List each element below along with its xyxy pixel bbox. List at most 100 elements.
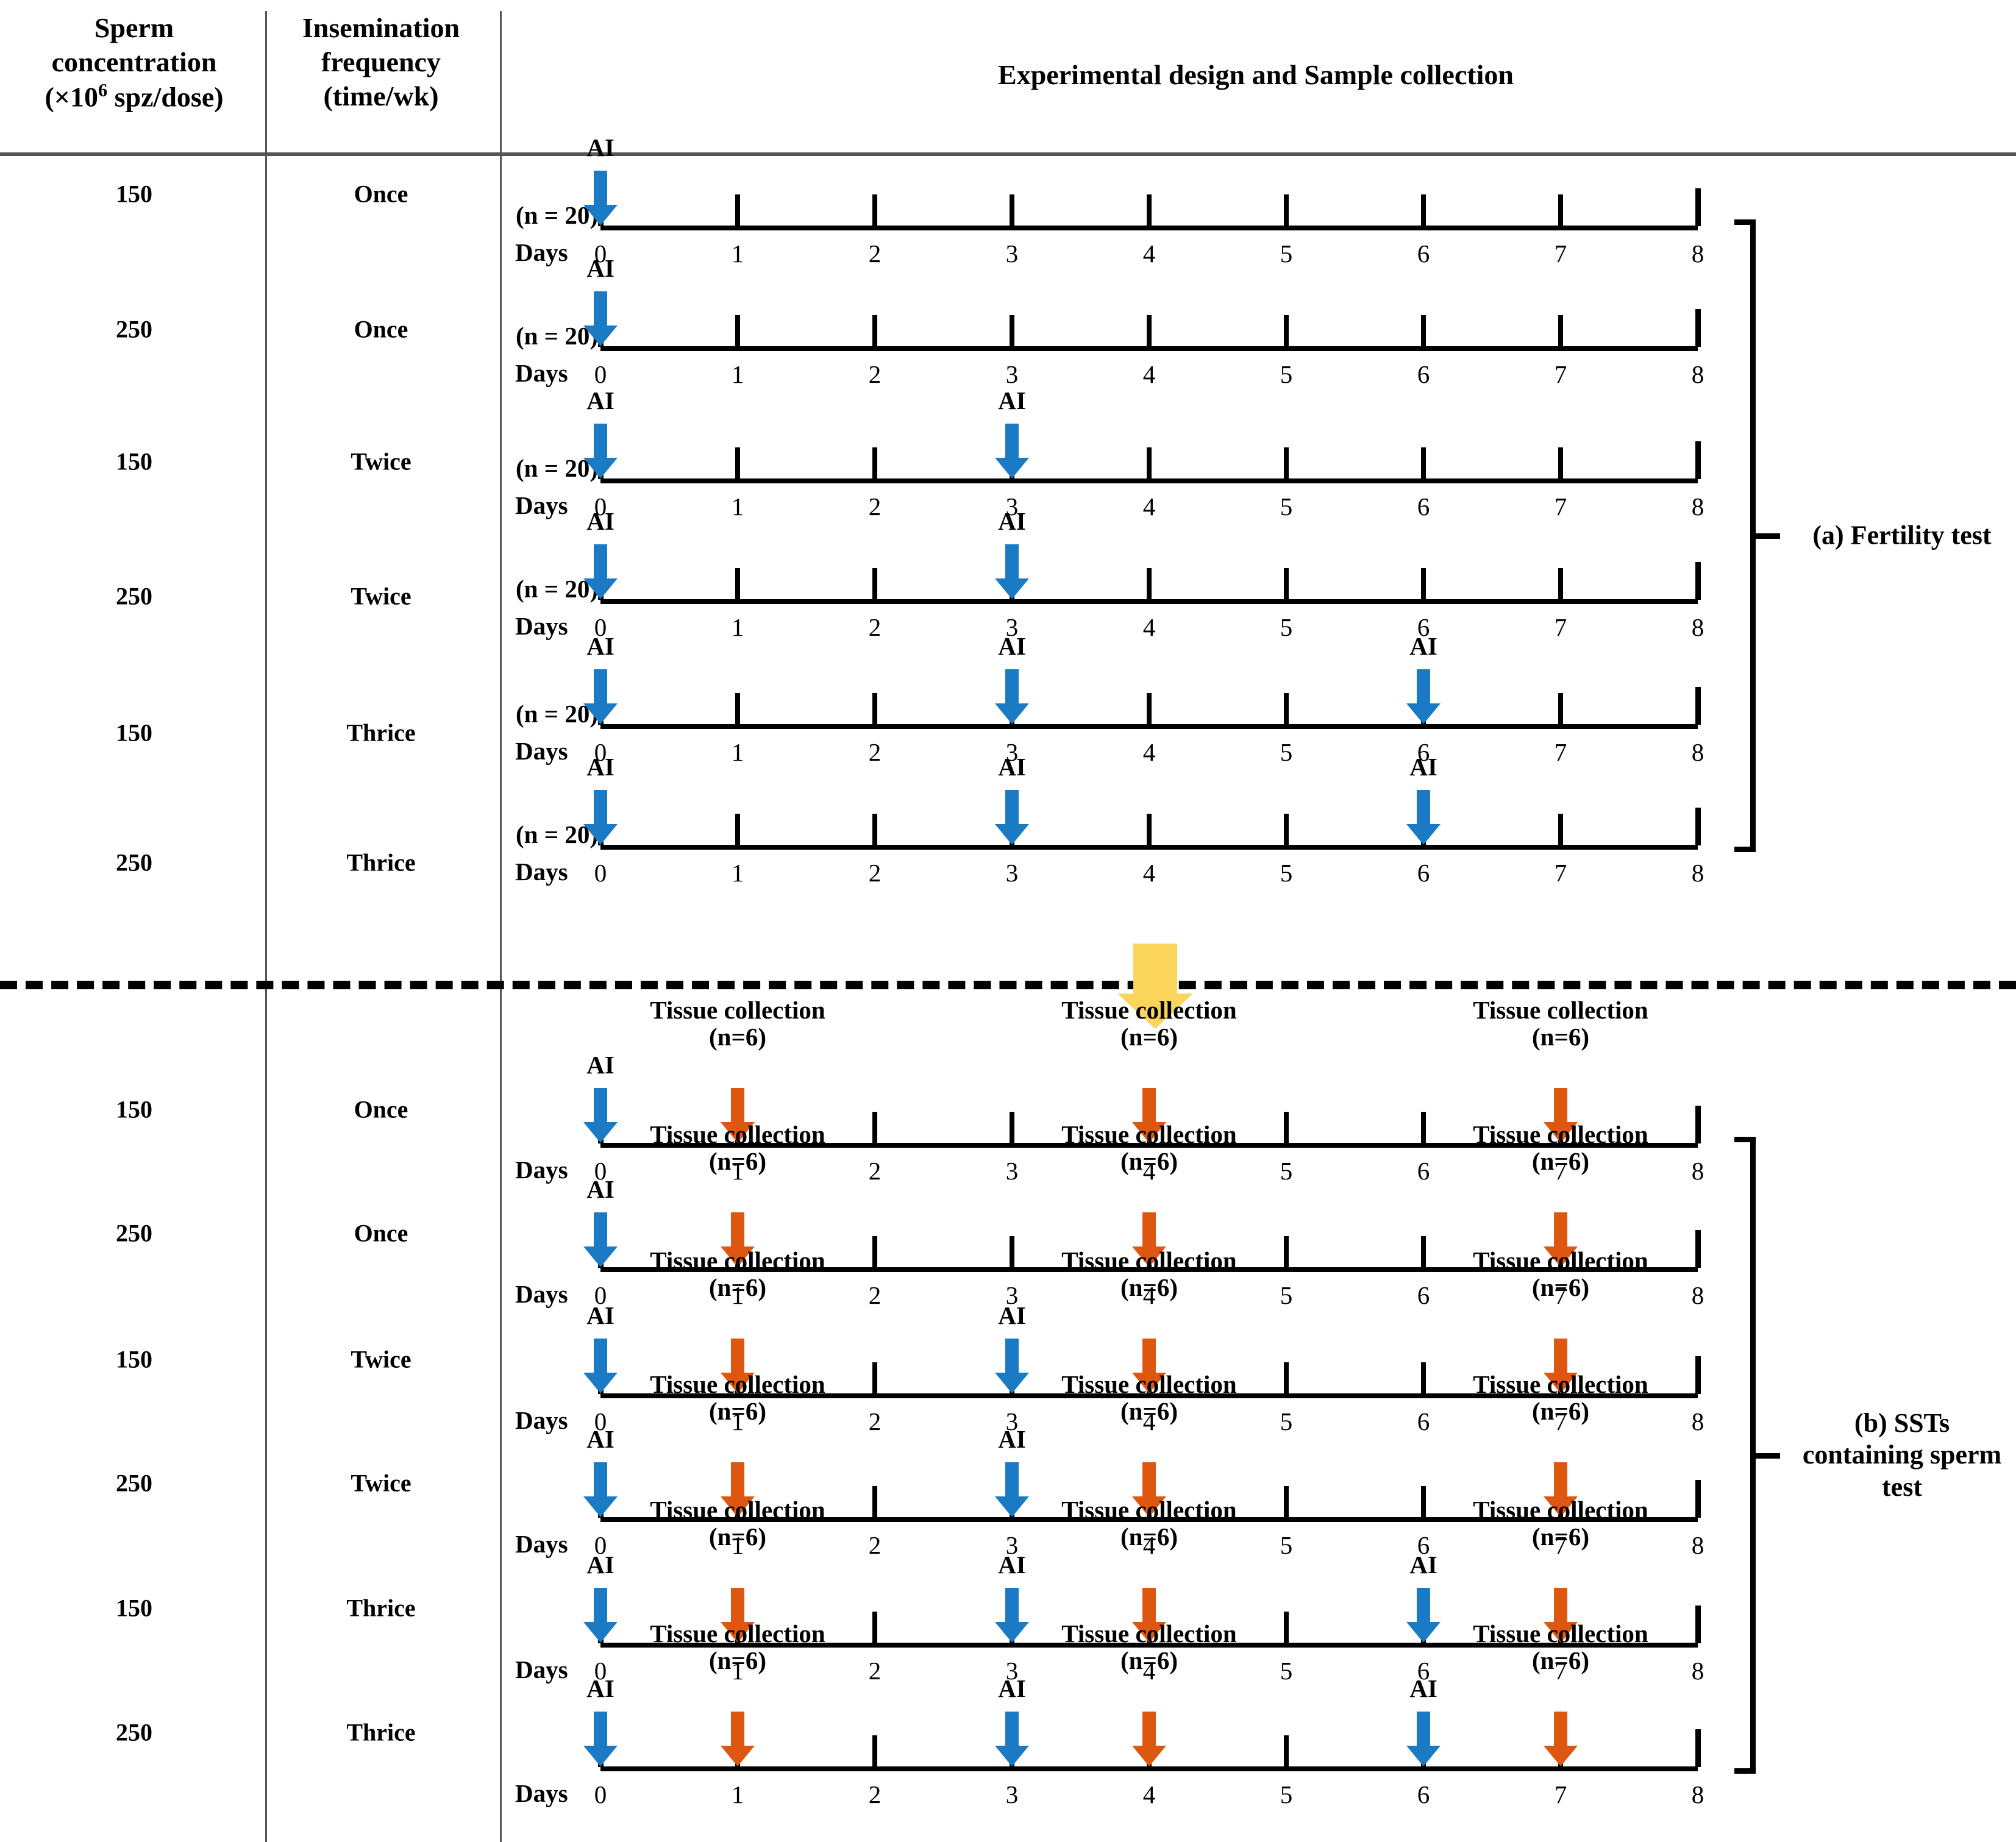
header-sperm-units-sup: 6 (98, 80, 108, 101)
timeline-tick (1284, 1236, 1289, 1268)
timeline-day-number: 2 (868, 1281, 882, 1309)
timeline-day-number: 2 (868, 1657, 882, 1685)
timeline-tick (872, 814, 877, 845)
timeline-day-number: 1 (731, 240, 744, 268)
ai-arrow-icon (995, 424, 1029, 478)
ai-arrow-label: AI (998, 1425, 1026, 1453)
row-insemination-frequency: Once (354, 1219, 408, 1247)
header-experimental-design: Experimental design and Sample collectio… (998, 59, 1514, 90)
ai-arrow-label: AI (998, 632, 1026, 660)
timeline-day-number: 2 (868, 1407, 882, 1435)
timeline-day-number: 4 (1142, 613, 1156, 641)
timeline-tick (1147, 814, 1152, 845)
timeline-tick (1284, 814, 1289, 845)
header-sperm-concentration: Sperm concentration (×106 spz/dose) (6, 11, 262, 115)
row-insemination-frequency: Twice (351, 1345, 411, 1373)
timeline-days-label: Days (515, 1156, 568, 1184)
timeline-day-number: 6 (1417, 1157, 1430, 1185)
timeline-day-number: 3 (1005, 1780, 1019, 1808)
ai-arrow-icon (583, 1712, 618, 1766)
tissue-collection-arrow-icon (721, 1212, 755, 1267)
tissue-collection-label: Tissue collection(n=6) (1061, 1496, 1237, 1551)
timeline-day-number: 2 (868, 738, 882, 766)
timeline-axis (600, 1766, 1698, 1771)
timeline-axis (600, 478, 1698, 483)
tissue-collection-label: Tissue collection(n=6) (1061, 1620, 1237, 1675)
row-sperm-concentration: 150 (116, 447, 152, 475)
tissue-collection-label: Tissue collection(n=6) (1473, 1370, 1648, 1426)
section-brace-fertility (1734, 219, 1783, 852)
timeline-tick (1695, 687, 1701, 725)
timeline-day-number: 8 (1691, 1407, 1704, 1435)
tissue-collection-arrow-icon (1132, 1088, 1166, 1143)
ai-arrow-label: AI (586, 1051, 614, 1079)
transition-arrow-icon (1117, 944, 1193, 1029)
row-sperm-concentration: 250 (116, 1469, 152, 1497)
ai-arrow-label: AI (998, 753, 1026, 781)
tissue-collection-arrow-icon (1544, 1339, 1578, 1393)
timeline-day-number: 1 (731, 1281, 744, 1309)
timeline-day-number: 7 (1554, 1157, 1567, 1185)
timeline-day-number: 5 (1280, 360, 1293, 388)
timeline-day-number: 1 (731, 1531, 744, 1559)
timeline-day-number: 3 (1005, 493, 1019, 521)
ai-arrow-label: AI (1409, 753, 1437, 781)
timeline-tick (1284, 315, 1289, 347)
timeline-days-label: Days (515, 858, 568, 886)
timeline-day-number: 3 (1005, 738, 1019, 766)
timeline-day-number: 3 (1005, 613, 1019, 641)
timeline-day-number: 2 (868, 493, 882, 521)
row-insemination-frequency: Thrice (346, 848, 416, 877)
timeline-tick (1147, 693, 1152, 725)
timeline-days-label: Days (515, 238, 568, 266)
timeline-day-number: 8 (1691, 493, 1704, 521)
timeline-days-label: Days (515, 737, 568, 765)
timeline-day-number: 5 (1280, 1281, 1293, 1309)
timeline-axis (600, 845, 1698, 850)
timeline-day-number: 5 (1280, 1780, 1293, 1808)
timeline-tick (1421, 1486, 1426, 1518)
ai-arrow-icon (1406, 669, 1441, 724)
ai-arrow-label: AI (586, 386, 614, 414)
timeline-day-number: 1 (731, 493, 744, 521)
ai-arrow-label: AI (586, 1175, 614, 1203)
timeline-tick (735, 194, 740, 226)
timeline-axis (600, 724, 1698, 729)
tissue-collection-arrow-icon (1132, 1462, 1166, 1517)
row-sperm-concentration: 150 (116, 180, 152, 208)
timeline-day-number: 7 (1554, 1657, 1567, 1685)
timeline-tick (735, 814, 740, 845)
timeline-day-number: 5 (1280, 1657, 1293, 1685)
timeline-day-number: 6 (1417, 1281, 1430, 1309)
row-insemination-frequency: Once (354, 1095, 408, 1123)
tissue-collection-label: Tissue collection(n=6) (650, 1496, 825, 1551)
timeline-day-number: 0 (594, 1780, 607, 1808)
ai-arrow-icon (583, 669, 618, 724)
header-freq-line2: frequency (321, 46, 441, 78)
timeline-day-number: 7 (1554, 1780, 1567, 1808)
timeline-day-number: 0 (594, 1281, 607, 1309)
ai-arrow-label: AI (586, 1674, 614, 1702)
tissue-collection-arrow-icon (721, 1462, 755, 1517)
ai-arrow-icon (583, 424, 618, 478)
timeline-day-number: 6 (1417, 1780, 1430, 1808)
timeline-tick (872, 1112, 877, 1143)
timeline-tick (1421, 447, 1426, 479)
ai-arrow-icon (995, 544, 1029, 599)
timeline-day-number: 4 (1142, 360, 1156, 388)
timeline-day-number: 4 (1142, 1780, 1156, 1808)
tissue-collection-label: Tissue collection(n=6) (1061, 1246, 1237, 1302)
timeline-day-number: 6 (1417, 859, 1430, 887)
column-divider-2 (500, 11, 502, 1842)
timeline-tick (735, 447, 740, 479)
timeline-day-number: 5 (1280, 1531, 1293, 1559)
timeline-tick (1695, 808, 1701, 845)
timeline-day-number: 6 (1417, 1657, 1430, 1685)
timeline-tick (872, 1362, 877, 1394)
timeline-day-number: 3 (1005, 859, 1019, 887)
ai-arrow-icon (995, 1712, 1029, 1766)
timeline-day-number: 2 (868, 1780, 882, 1808)
